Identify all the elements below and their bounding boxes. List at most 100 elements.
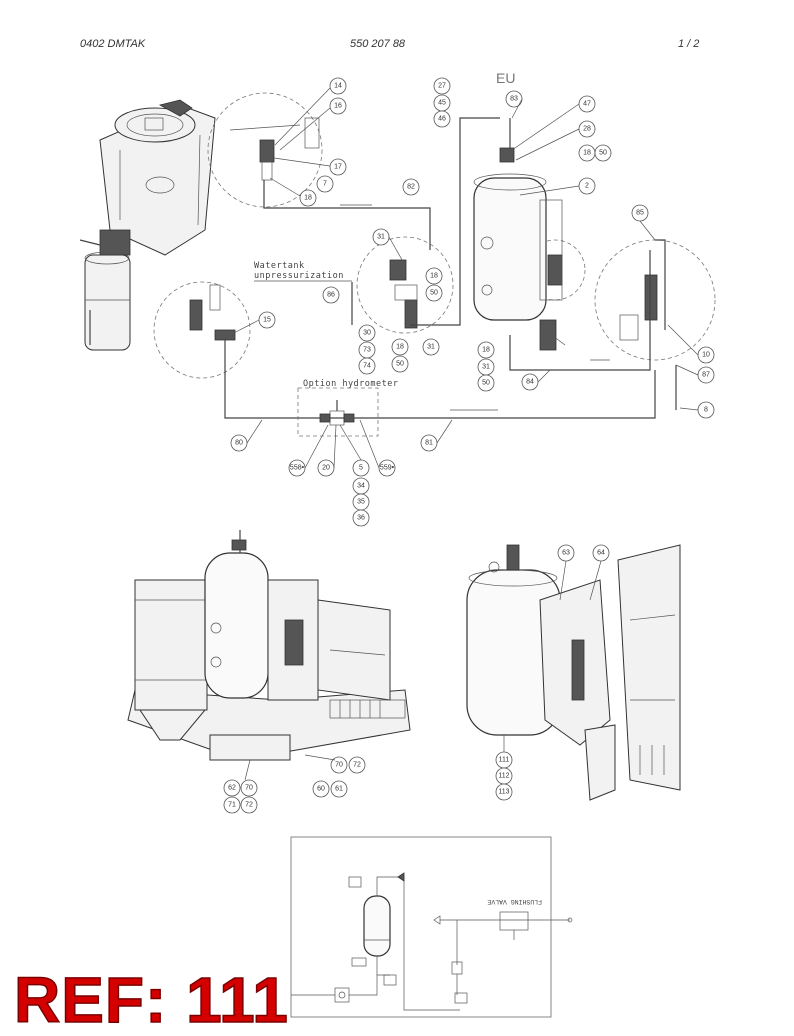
callout-50: 50 [391,355,409,373]
svg-text:113: 113 [498,789,509,796]
svg-text:47: 47 [583,101,591,108]
callout-85: 85 [631,204,649,222]
svg-text:14: 14 [334,83,342,90]
svg-text:18: 18 [396,344,404,351]
svg-text:64: 64 [597,550,605,557]
callout-31: 31 [372,228,390,246]
svg-text:81: 81 [425,440,433,447]
callout-64: 64 [592,544,610,562]
callout-113: 113 [495,783,513,801]
svg-text:559•: 559• [380,465,395,472]
tank-detail-right [466,544,681,801]
detail-circle-1 [207,92,323,208]
callout-71: 71 [223,796,241,814]
svg-text:15: 15 [263,317,271,324]
unpressurization-label: unpressurization [254,271,344,281]
svg-text:46: 46 [438,116,446,123]
svg-text:18: 18 [304,195,312,202]
svg-text:45: 45 [438,100,446,107]
svg-text:8: 8 [704,407,708,414]
callout-5: 5 [352,459,370,477]
callout-84: 84 [521,373,539,391]
callout-50: 50 [477,374,495,392]
svg-text:27: 27 [438,83,446,90]
callout-17: 17 [329,158,347,176]
svg-text:111: 111 [499,757,510,764]
reference-number: REF: 111 [13,964,289,1036]
callout-70: 70 [240,779,258,797]
callout-46: 46 [433,110,451,128]
option-hydrometer-label: Option hydrometer [303,379,399,389]
svg-text:7: 7 [323,181,327,188]
svg-text:18: 18 [583,150,591,157]
callout-60: 60 [312,780,330,798]
detail-circle-3 [153,281,251,379]
svg-text:61: 61 [335,786,343,793]
callout-31: 31 [477,358,495,376]
callout-18: 18 [391,338,409,356]
svg-text:36: 36 [357,515,365,522]
svg-text:18: 18 [430,273,438,280]
svg-text:34: 34 [357,483,365,490]
callout-2: 2 [578,177,596,195]
svg-text:62: 62 [228,785,236,792]
svg-text:10: 10 [702,352,710,359]
svg-text:2: 2 [585,183,589,190]
svg-text:63: 63 [562,550,570,557]
document-code: 0402 DMTAK [80,38,146,50]
svg-text:35: 35 [357,499,365,506]
callout-28: 28 [578,120,596,138]
callout-559: 559• [378,459,396,477]
callout-7: 7 [316,175,334,193]
callout-72: 72 [240,796,258,814]
eu-label: EU [496,70,515,86]
callout-34: 34 [352,477,370,495]
svg-text:112: 112 [498,773,509,780]
callout-10: 10 [697,346,715,364]
svg-text:74: 74 [363,363,371,370]
callout-14: 14 [329,77,347,95]
callout-70: 70 [330,756,348,774]
callout-112: 112 [495,767,513,785]
svg-text:30: 30 [363,330,371,337]
callout-18: 18 [299,189,317,207]
part-number: 550 207 88 [350,38,406,50]
callout-50: 50 [425,284,443,302]
callout-45: 45 [433,94,451,112]
callout-62: 62 [223,779,241,797]
piping [224,117,677,426]
svg-text:87: 87 [702,372,710,379]
callout-80: 80 [230,434,248,452]
callout-15: 15 [258,311,276,329]
page-number: 1 / 2 [678,38,700,50]
svg-text:86: 86 [327,292,335,299]
svg-text:50: 50 [482,380,490,387]
callout-61: 61 [330,780,348,798]
callout-50: 50 [594,144,612,162]
svg-text:71: 71 [228,802,236,809]
callout-8: 8 [697,401,715,419]
svg-text:558•: 558• [290,465,305,472]
callout-81: 81 [420,434,438,452]
svg-text:20: 20 [322,465,330,472]
callout-18: 18 [477,341,495,359]
svg-text:70: 70 [245,785,253,792]
detail-circle-2 [356,236,454,334]
svg-text:60: 60 [317,786,325,793]
svg-text:85: 85 [636,210,644,217]
svg-text:31: 31 [482,364,490,371]
callout-82: 82 [402,178,420,196]
svg-text:82: 82 [407,184,415,191]
callout-16: 16 [329,97,347,115]
svg-text:50: 50 [599,150,607,157]
callouts: 14 16 17 7 18 27 45 46 83 47 28 18 50 82… [223,77,715,814]
svg-text:16: 16 [334,103,342,110]
svg-text:83: 83 [510,96,518,103]
pneumatic-schematic [290,836,573,1018]
callout-63: 63 [557,544,575,562]
svg-text:72: 72 [245,802,253,809]
machine-top-left [79,99,216,351]
callout-18: 18 [578,144,596,162]
svg-text:17: 17 [334,164,342,171]
